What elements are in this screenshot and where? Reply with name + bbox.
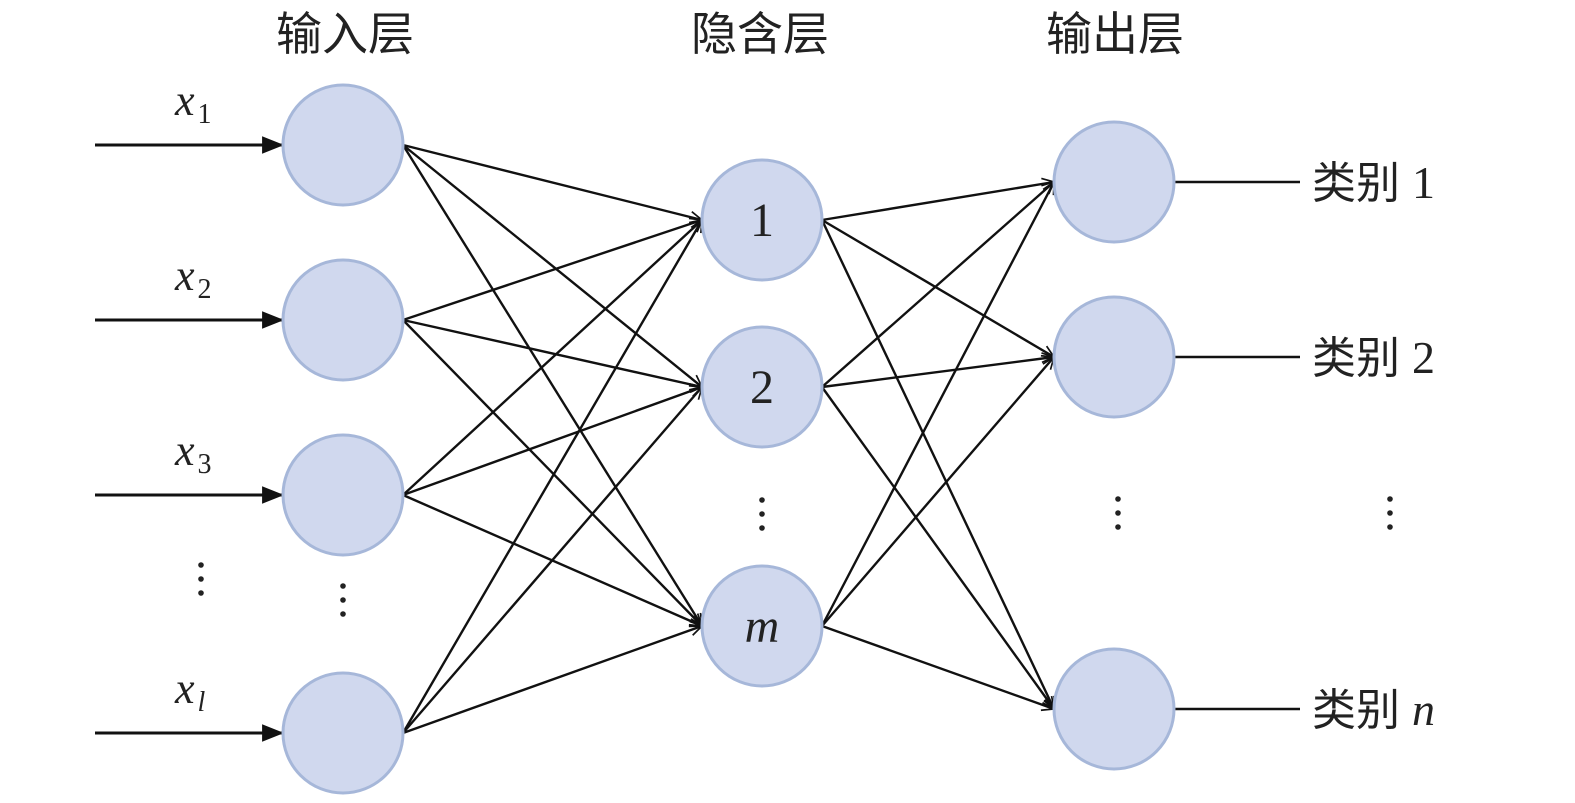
input-subscript: 2 (198, 274, 212, 305)
ellipsis-dot (759, 511, 765, 517)
class-prefix: 类别 (1312, 333, 1400, 384)
ellipsis-dot (198, 590, 204, 596)
hidden-layer: 1 2 m (700, 158, 824, 688)
ellipsis-dot (1387, 510, 1393, 516)
edge-input-2-to-hidden-1 (402, 220, 702, 322)
connections (401, 143, 1056, 735)
hidden-node-label-3: m (745, 600, 780, 653)
input-subscript: l (198, 687, 206, 718)
ellipsis-hidden-nodes (759, 497, 765, 531)
ellipsis-class-labels (1387, 496, 1393, 530)
hidden-node-3 (700, 564, 824, 688)
edge-input-2-to-hidden-3 (402, 319, 702, 626)
input-var: x (174, 76, 195, 125)
edge-input-3-to-hidden-1 (402, 220, 702, 496)
edge-input-4-to-hidden-3 (402, 626, 702, 735)
input-var: x (174, 664, 195, 713)
ellipsis-dot (340, 583, 346, 589)
input-layer (281, 83, 405, 795)
output-layer (1052, 120, 1176, 771)
input-node-1 (281, 83, 405, 207)
class-index: 1 (1412, 157, 1435, 208)
edge-hidden-1-to-output-2 (821, 218, 1054, 359)
edge-hidden-3-to-output-1 (820, 182, 1056, 627)
edge-hidden-3-to-output-3 (821, 624, 1054, 709)
edge-input-1-to-hidden-3 (401, 144, 702, 626)
ellipsis-input-labels (198, 562, 204, 596)
ellipsis-dot (198, 562, 204, 568)
output-node-2 (1052, 295, 1176, 419)
ellipses (198, 496, 1393, 617)
edge-input-1-to-hidden-2 (402, 144, 702, 387)
ellipsis-dot (1387, 524, 1393, 530)
class-index: 2 (1412, 332, 1435, 383)
ellipsis-dot (1115, 524, 1121, 530)
input-var: x (174, 426, 195, 475)
output-node-3 (1052, 647, 1176, 771)
ellipsis-dot (198, 576, 204, 582)
ellipsis-dot (340, 597, 346, 603)
layer-title-input: 输入层 (276, 7, 414, 61)
input-node-3 (281, 433, 405, 557)
edge-input-1-to-hidden-1 (402, 143, 702, 220)
class-index: n (1412, 684, 1435, 735)
edge-hidden-2-to-output-2 (821, 357, 1054, 389)
ellipsis-dot (1115, 496, 1121, 502)
ellipsis-input-nodes (340, 583, 346, 617)
class-prefix: 类别 (1312, 685, 1400, 736)
ellipsis-output-nodes (1115, 496, 1121, 530)
ellipsis-dot (759, 497, 765, 503)
output-node-1 (1052, 120, 1176, 244)
ellipsis-dot (759, 525, 765, 531)
hidden-node-label-1: 1 (750, 194, 774, 247)
input-node-4 (281, 671, 405, 795)
hidden-node-label-2: 2 (750, 361, 774, 414)
edge-hidden-1-to-output-3 (820, 219, 1056, 709)
input-subscript: 1 (198, 99, 212, 130)
class-prefix: 类别 (1312, 158, 1400, 209)
edge-hidden-3-to-output-2 (821, 357, 1054, 627)
edge-input-3-to-hidden-2 (402, 387, 702, 497)
edge-input-4-to-hidden-1 (401, 220, 704, 734)
input-node-2 (281, 258, 405, 382)
layer-title-hidden: 隐含层 (691, 7, 829, 61)
output-lines (1174, 180, 1300, 711)
edge-hidden-1-to-output-1 (821, 182, 1054, 222)
input-var: x (174, 251, 195, 300)
ellipsis-dot (1115, 510, 1121, 516)
hidden-node-2 (700, 325, 824, 449)
layer-title-output: 输出层 (1046, 7, 1184, 61)
ellipsis-dot (1387, 496, 1393, 502)
edge-input-2-to-hidden-2 (402, 318, 702, 387)
ellipsis-dot (340, 611, 346, 617)
edge-hidden-2-to-output-3 (821, 386, 1054, 709)
hidden-node-1 (700, 158, 824, 282)
edge-input-4-to-hidden-2 (402, 387, 702, 734)
input-subscript: 3 (198, 449, 212, 480)
edge-hidden-2-to-output-1 (821, 182, 1054, 388)
